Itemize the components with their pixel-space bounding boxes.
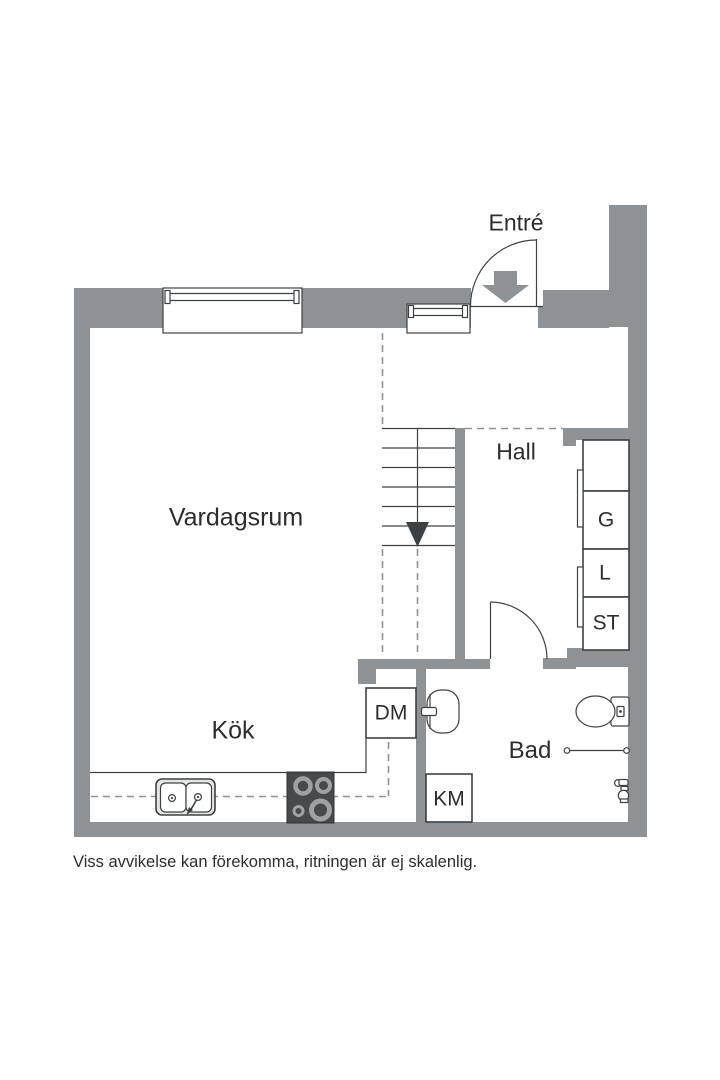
closet-st-box	[582, 596, 630, 651]
kitchen-sink	[155, 778, 216, 816]
dishwasher-box	[365, 687, 417, 739]
washing-machine-box	[425, 773, 473, 823]
stairs	[382, 427, 455, 547]
shower-rail	[563, 747, 630, 754]
hall-closets	[576, 439, 630, 651]
room-label-kitchen: Kök	[211, 716, 255, 745]
entrance-window	[406, 303, 471, 334]
stove	[286, 771, 335, 824]
living-room-window	[162, 287, 303, 334]
disclaimer-text: Viss avvikelse kan förekomma, ritningen …	[73, 853, 478, 871]
label-closet-l: L	[599, 561, 611, 585]
room-label-entrance: Entré	[488, 209, 544, 236]
dashed-guides	[381, 333, 563, 657]
sliding-door-mark	[576, 469, 584, 528]
label-washing-machine: KM	[433, 787, 465, 811]
room-label-living-room: Vardagsrum	[168, 503, 304, 532]
label-closet-st: ST	[592, 611, 620, 635]
interior-walls	[358, 428, 647, 822]
washbasin	[420, 689, 460, 734]
entrance-arrow-icon	[482, 271, 529, 303]
toilet	[575, 695, 630, 728]
kitchen-counter	[90, 738, 390, 798]
bathroom-door	[489, 601, 548, 660]
label-closet-g: G	[597, 508, 615, 532]
stairs-down-arrow-icon	[406, 522, 429, 547]
exterior-walls	[74, 205, 647, 837]
shower-mixer-icon	[613, 778, 630, 804]
room-label-hall: Hall	[496, 438, 536, 465]
sliding-door-mark	[576, 566, 584, 628]
label-dishwasher: DM	[374, 701, 408, 725]
room-label-bathroom: Bad	[508, 737, 552, 764]
entrance-door	[469, 239, 543, 308]
